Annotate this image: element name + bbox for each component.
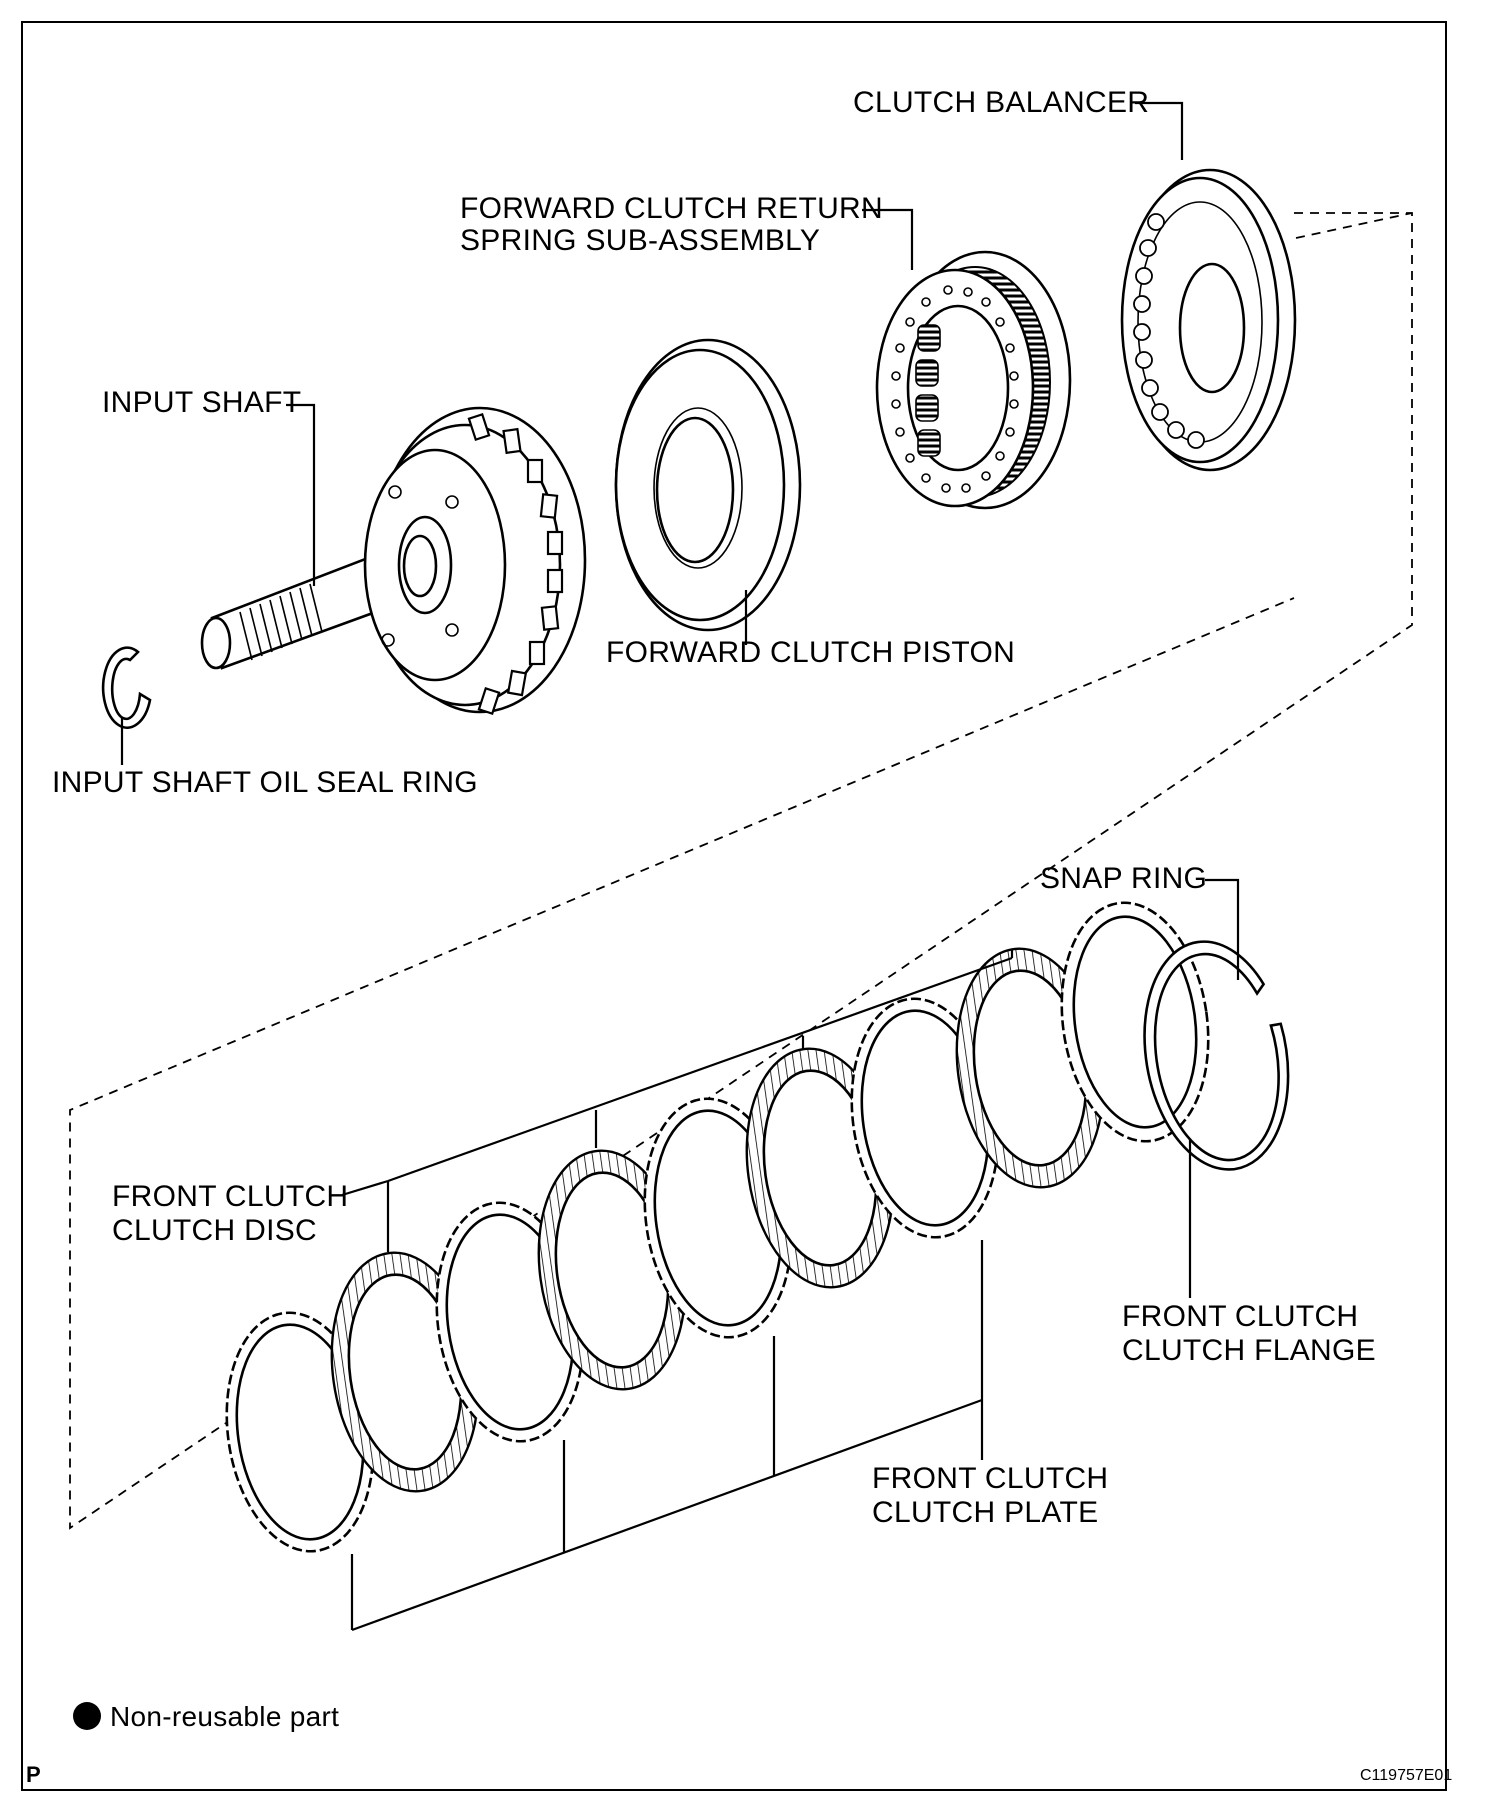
clutch-pack: [225, 901, 1290, 1553]
label-clutch-disc-line1: FRONT CLUTCH: [112, 1180, 348, 1213]
label-clutch-plate-line2: CLUTCH PLATE: [872, 1496, 1098, 1529]
corner-mark: P: [26, 1762, 41, 1787]
return-spring-sub-assembly-part: [875, 250, 1072, 510]
figure-code: C119757E01: [1360, 1767, 1452, 1784]
leader-lines: [120, 101, 1240, 1632]
dashed-boundary: [69, 212, 1413, 1530]
clutch-balancer-part: [1120, 168, 1297, 472]
label-clutch-disc-line2: CLUTCH DISC: [112, 1214, 317, 1247]
input-shaft-part: [200, 406, 587, 716]
snap-ring-part: [1143, 940, 1290, 1171]
label-clutch-plate-line1: FRONT CLUTCH: [872, 1462, 1108, 1495]
label-clutch-flange-line2: CLUTCH FLANGE: [1122, 1334, 1376, 1367]
label-return-spring-line2: SPRING SUB-ASSEMBLY: [460, 224, 820, 257]
label-input-shaft-oil-seal-ring: INPUT SHAFT OIL SEAL RING: [52, 766, 478, 799]
label-forward-clutch-piston: FORWARD CLUTCH PISTON: [606, 636, 1015, 669]
label-clutch-flange-line1: FRONT CLUTCH: [1122, 1300, 1358, 1333]
legend: Non-reusable part: [73, 1701, 339, 1732]
forward-clutch-piston-part: [614, 338, 802, 632]
non-reusable-bullet-icon: [73, 1702, 101, 1730]
figure-frame: [21, 21, 1447, 1791]
legend-text: Non-reusable part: [110, 1701, 339, 1732]
label-input-shaft: INPUT SHAFT: [102, 386, 301, 419]
label-return-spring-line1: FORWARD CLUTCH RETURN: [460, 192, 883, 225]
input-shaft-oil-seal-ring-part: [101, 646, 152, 729]
dashed-boundary-top: [1295, 212, 1413, 239]
label-clutch-balancer: CLUTCH BALANCER: [853, 86, 1149, 119]
label-snap-ring: SNAP RING: [1040, 862, 1207, 895]
